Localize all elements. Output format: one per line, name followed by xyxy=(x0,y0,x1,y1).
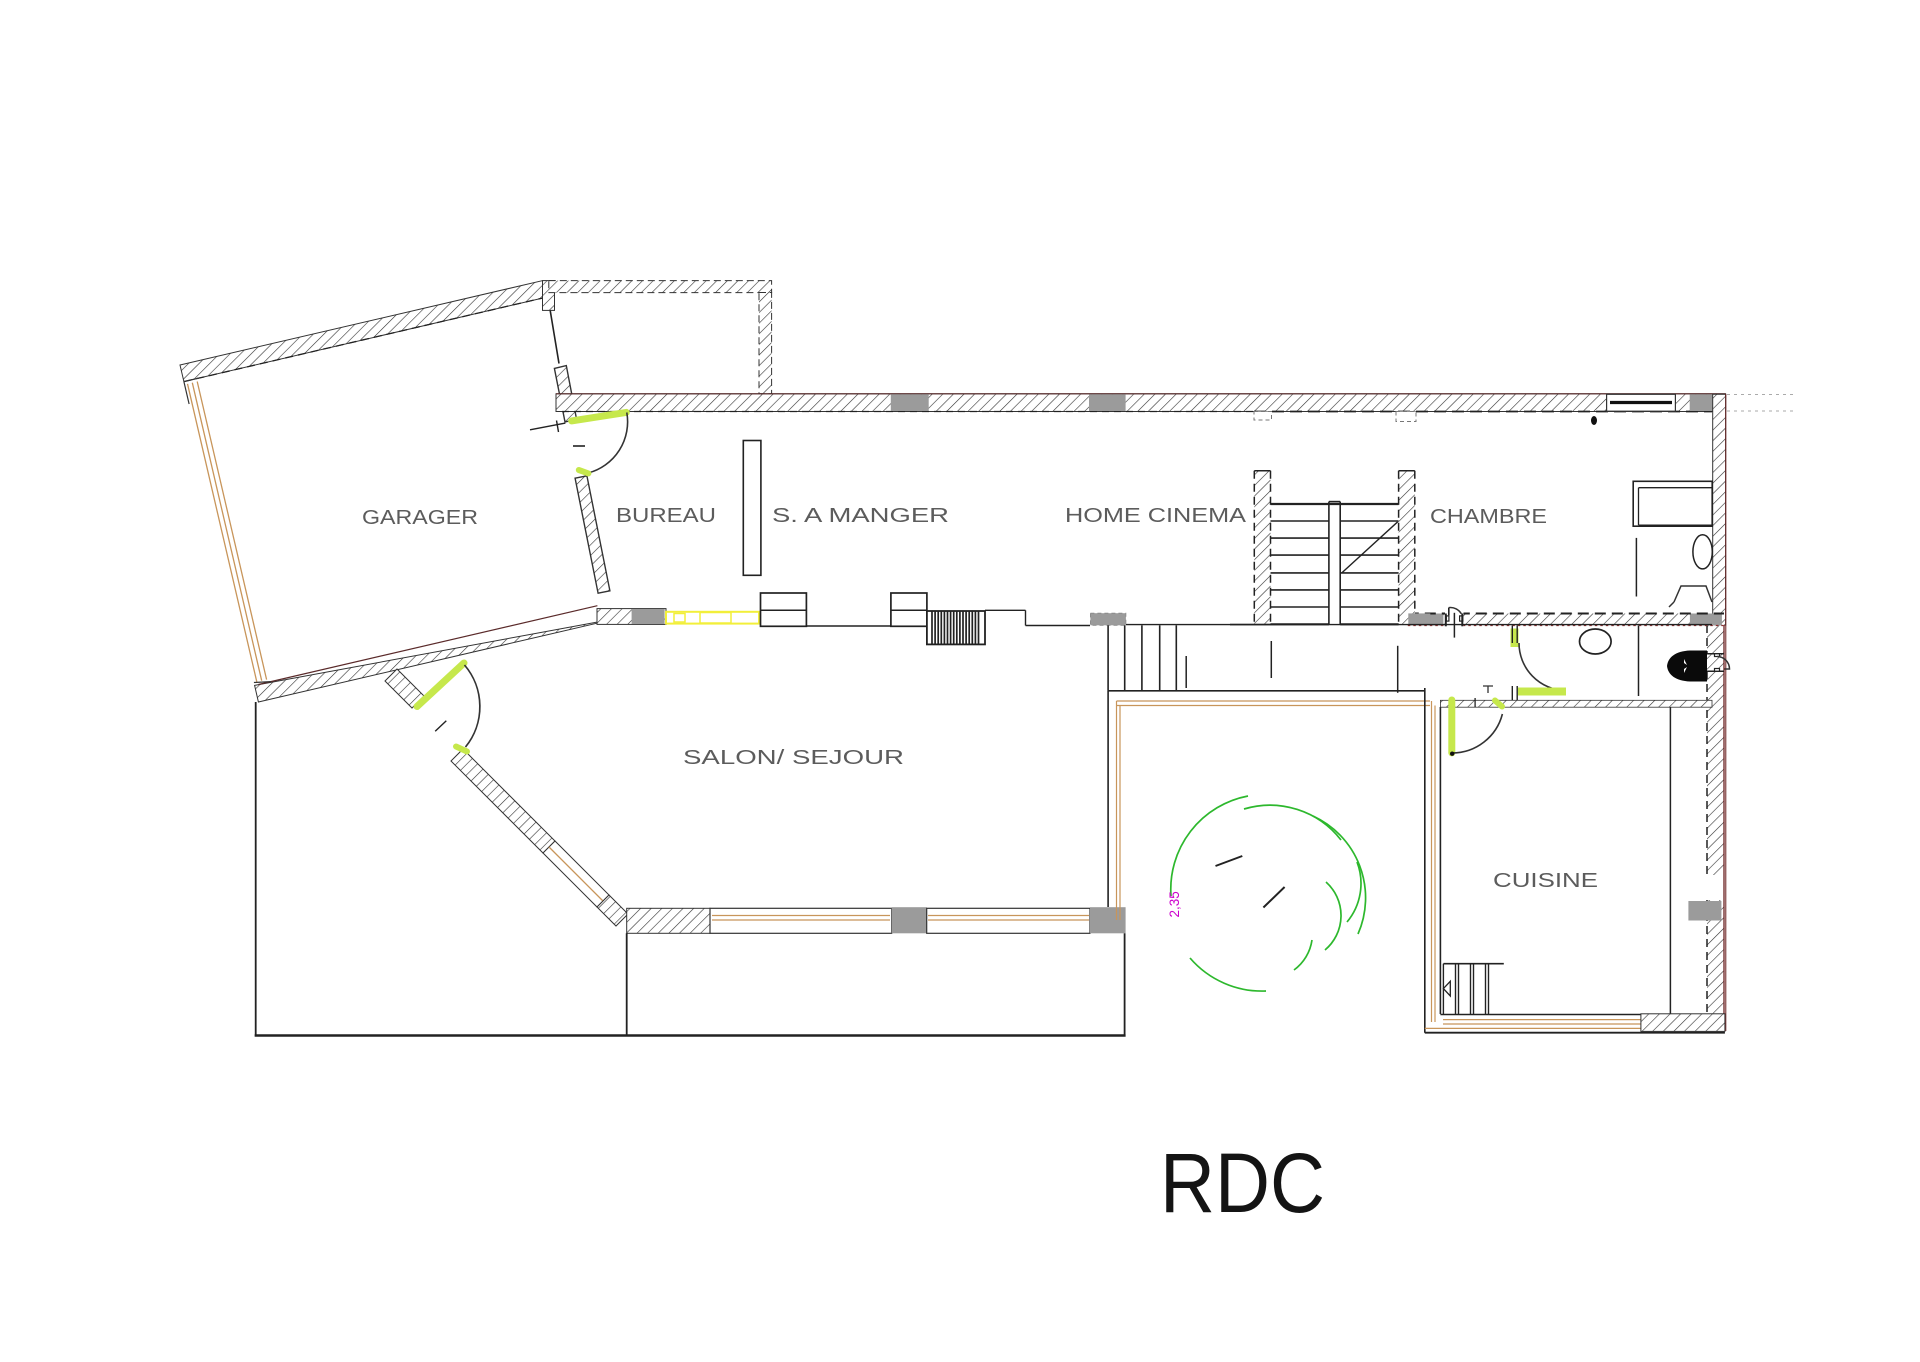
svg-text:RDC: RDC xyxy=(1160,1136,1325,1230)
svg-text:2,35: 2,35 xyxy=(1167,891,1182,917)
svg-text:CUISINE: CUISINE xyxy=(1493,870,1598,892)
svg-text:HOME CINEMA: HOME CINEMA xyxy=(1065,505,1247,527)
svg-text:GARAGER: GARAGER xyxy=(362,507,478,529)
svg-text:CHAMBRE: CHAMBRE xyxy=(1430,506,1547,528)
svg-text:BUREAU: BUREAU xyxy=(616,505,716,527)
svg-text:SALON/ SEJOUR: SALON/ SEJOUR xyxy=(683,747,904,769)
svg-text:S. A MANGER: S. A MANGER xyxy=(772,505,949,527)
